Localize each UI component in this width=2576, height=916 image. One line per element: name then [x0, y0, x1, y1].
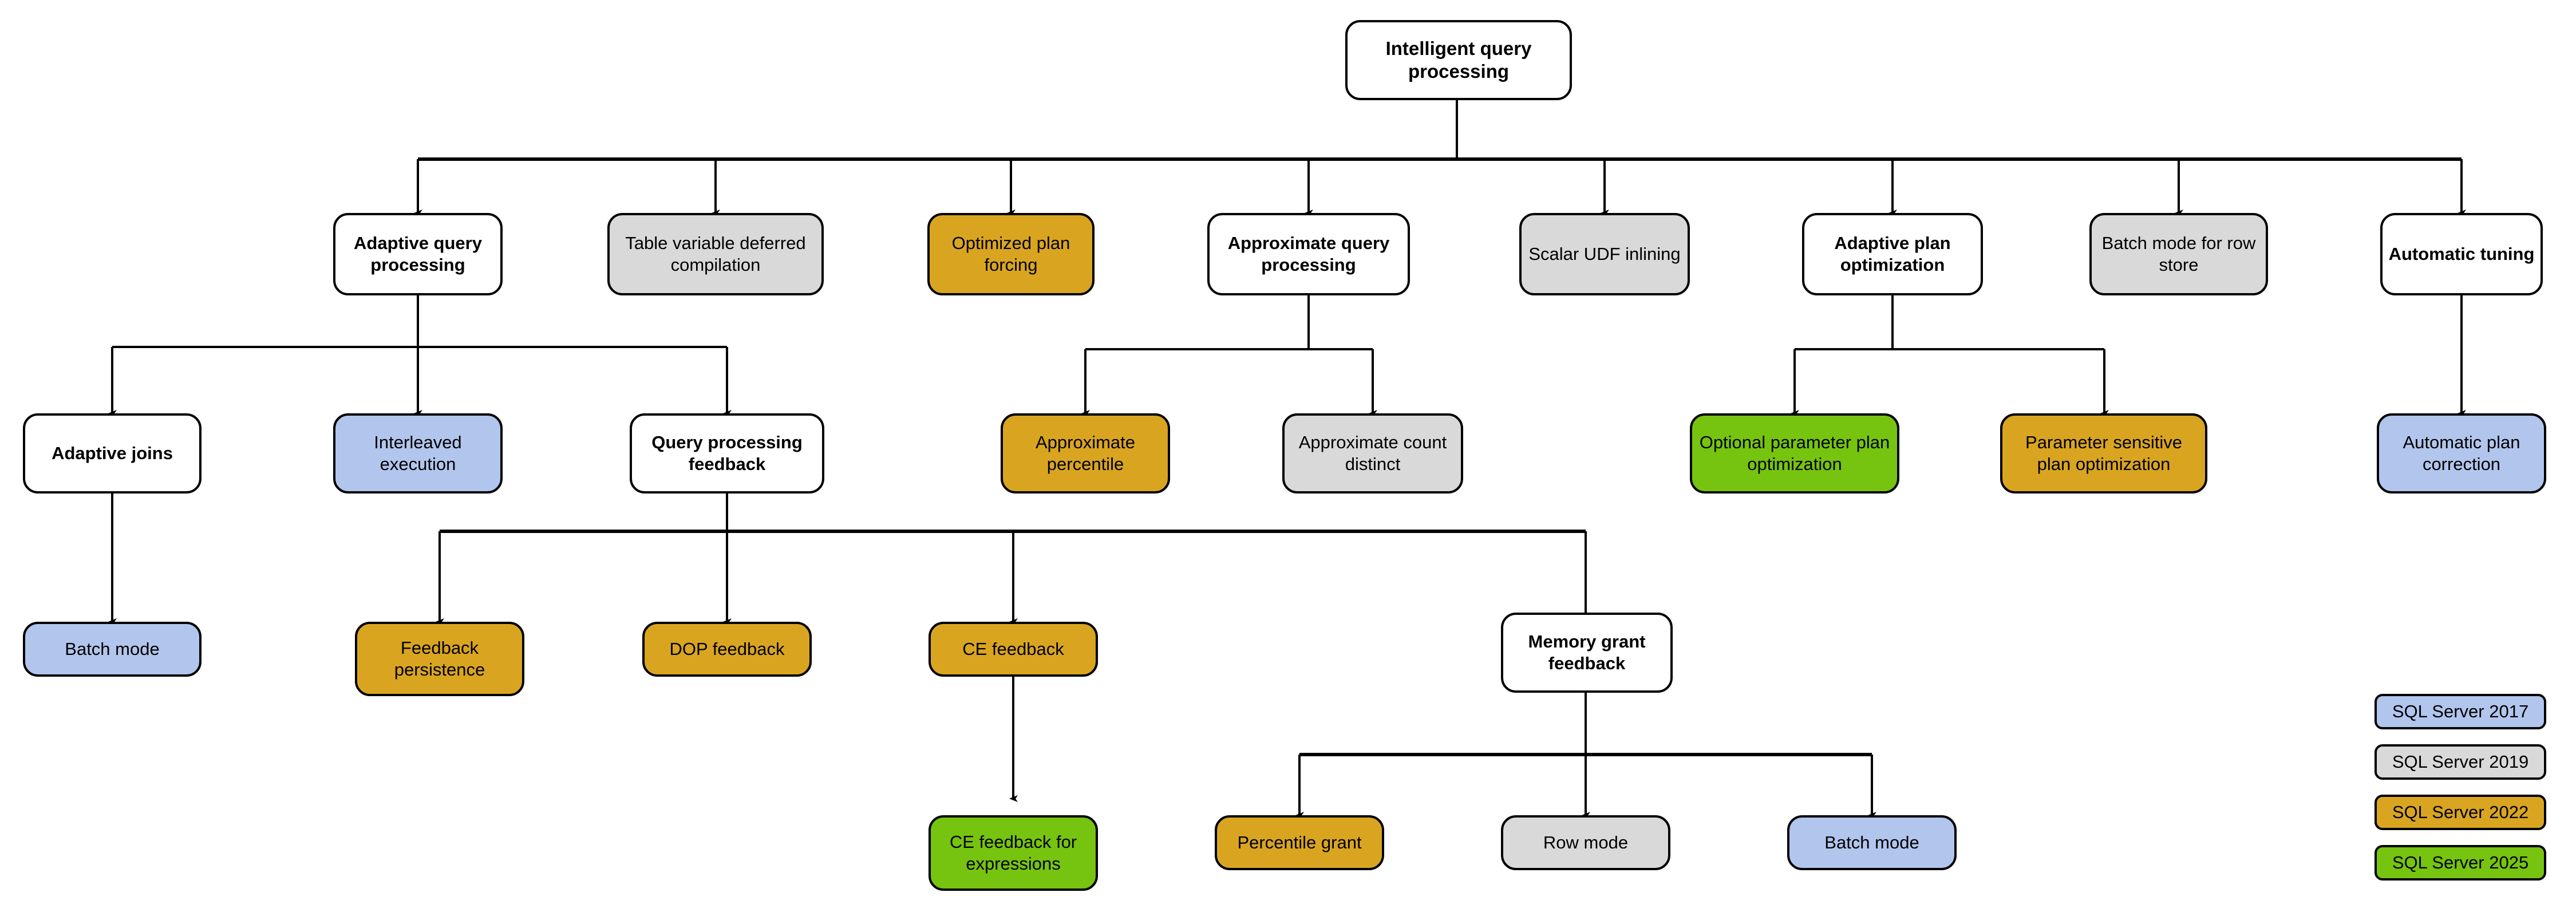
- node-label: Automatic plan correction: [2403, 432, 2520, 474]
- legend-label: SQL Server 2019: [2392, 752, 2529, 772]
- node-label: Automatic tuning: [2388, 244, 2535, 264]
- node-ce-feedback[interactable]: CE feedback: [929, 622, 1098, 677]
- node-batch-mode-for-row-store[interactable]: Batch mode for row store: [2089, 213, 2268, 295]
- legend-item-sql-server-2025: SQL Server 2025: [2374, 845, 2546, 881]
- sql-server-version-legend: SQL Server 2017 SQL Server 2019 SQL Serv…: [2374, 694, 2558, 894]
- node-label: Intelligent query processing: [1385, 37, 1532, 82]
- node-dop-feedback[interactable]: DOP feedback: [642, 622, 812, 677]
- node-table-variable-deferred-compilation[interactable]: Table variable deferred compilation: [607, 213, 824, 295]
- legend-item-sql-server-2019: SQL Server 2019: [2374, 744, 2546, 780]
- node-approximate-count-distinct[interactable]: Approximate count distinct: [1282, 413, 1463, 493]
- legend-item-sql-server-2017: SQL Server 2017: [2374, 694, 2546, 729]
- legend-label: SQL Server 2025: [2392, 852, 2529, 872]
- node-adaptive-query-processing[interactable]: Adaptive query processing: [333, 213, 503, 295]
- node-label: Approximate query processing: [1227, 233, 1390, 275]
- node-label: Row mode: [1543, 832, 1629, 853]
- node-label: Approximate percentile: [1035, 432, 1136, 474]
- node-optimized-plan-forcing[interactable]: Optimized plan forcing: [927, 213, 1095, 295]
- node-label: Table variable deferred compilation: [625, 233, 806, 275]
- node-adaptive-plan-optimization[interactable]: Adaptive plan optimization: [1802, 213, 1983, 295]
- node-percentile-grant[interactable]: Percentile grant: [1215, 815, 1384, 870]
- node-optional-parameter-plan-optimization[interactable]: Optional parameter plan optimization: [1690, 413, 1899, 493]
- node-label: Interleaved execution: [374, 432, 462, 474]
- node-label: Query processing feedback: [651, 432, 803, 474]
- node-label: Percentile grant: [1237, 832, 1362, 853]
- node-label: Parameter sensitive plan optimization: [2025, 432, 2182, 474]
- node-batch-mode-adaptive-joins[interactable]: Batch mode: [23, 622, 202, 677]
- node-approximate-query-processing[interactable]: Approximate query processing: [1207, 213, 1410, 295]
- node-adaptive-joins[interactable]: Adaptive joins: [23, 413, 202, 493]
- node-label: DOP feedback: [669, 639, 785, 660]
- node-row-mode[interactable]: Row mode: [1501, 815, 1670, 870]
- node-label: Scalar UDF inlining: [1528, 244, 1681, 264]
- legend-item-sql-server-2022: SQL Server 2022: [2374, 795, 2546, 830]
- node-interleaved-execution[interactable]: Interleaved execution: [333, 413, 503, 493]
- node-label: Feedback persistence: [394, 638, 485, 680]
- node-label: CE feedback for expressions: [949, 832, 1077, 874]
- node-label: Batch mode: [1824, 832, 1919, 853]
- node-label: Adaptive query processing: [354, 233, 482, 275]
- node-label: Memory grant feedback: [1528, 631, 1646, 673]
- node-approximate-percentile[interactable]: Approximate percentile: [1001, 413, 1170, 493]
- node-label: Optimized plan forcing: [951, 233, 1070, 275]
- node-query-processing-feedback[interactable]: Query processing feedback: [630, 413, 824, 493]
- node-label: Batch mode: [65, 639, 160, 660]
- node-automatic-plan-correction[interactable]: Automatic plan correction: [2377, 413, 2546, 493]
- node-label: Adaptive joins: [52, 443, 173, 464]
- node-memory-grant-feedback[interactable]: Memory grant feedback: [1501, 613, 1673, 693]
- node-label: Approximate count distinct: [1298, 432, 1447, 474]
- node-automatic-tuning[interactable]: Automatic tuning: [2380, 213, 2543, 295]
- node-label: Adaptive plan optimization: [1834, 233, 1951, 275]
- node-label: Optional parameter plan optimization: [1699, 432, 1890, 474]
- legend-label: SQL Server 2017: [2392, 701, 2529, 721]
- legend-label: SQL Server 2022: [2392, 802, 2529, 822]
- node-parameter-sensitive-plan-optimization[interactable]: Parameter sensitive plan optimization: [2000, 413, 2207, 493]
- node-label: CE feedback: [962, 639, 1064, 660]
- node-batch-mode-memory-grant[interactable]: Batch mode: [1787, 815, 1957, 870]
- node-feedback-persistence[interactable]: Feedback persistence: [355, 622, 524, 696]
- node-ce-feedback-for-expressions[interactable]: CE feedback for expressions: [929, 815, 1098, 891]
- node-intelligent-query-processing[interactable]: Intelligent query processing: [1345, 20, 1572, 100]
- node-label: Batch mode for row store: [2101, 233, 2256, 275]
- node-scalar-udf-inlining[interactable]: Scalar UDF inlining: [1519, 213, 1690, 295]
